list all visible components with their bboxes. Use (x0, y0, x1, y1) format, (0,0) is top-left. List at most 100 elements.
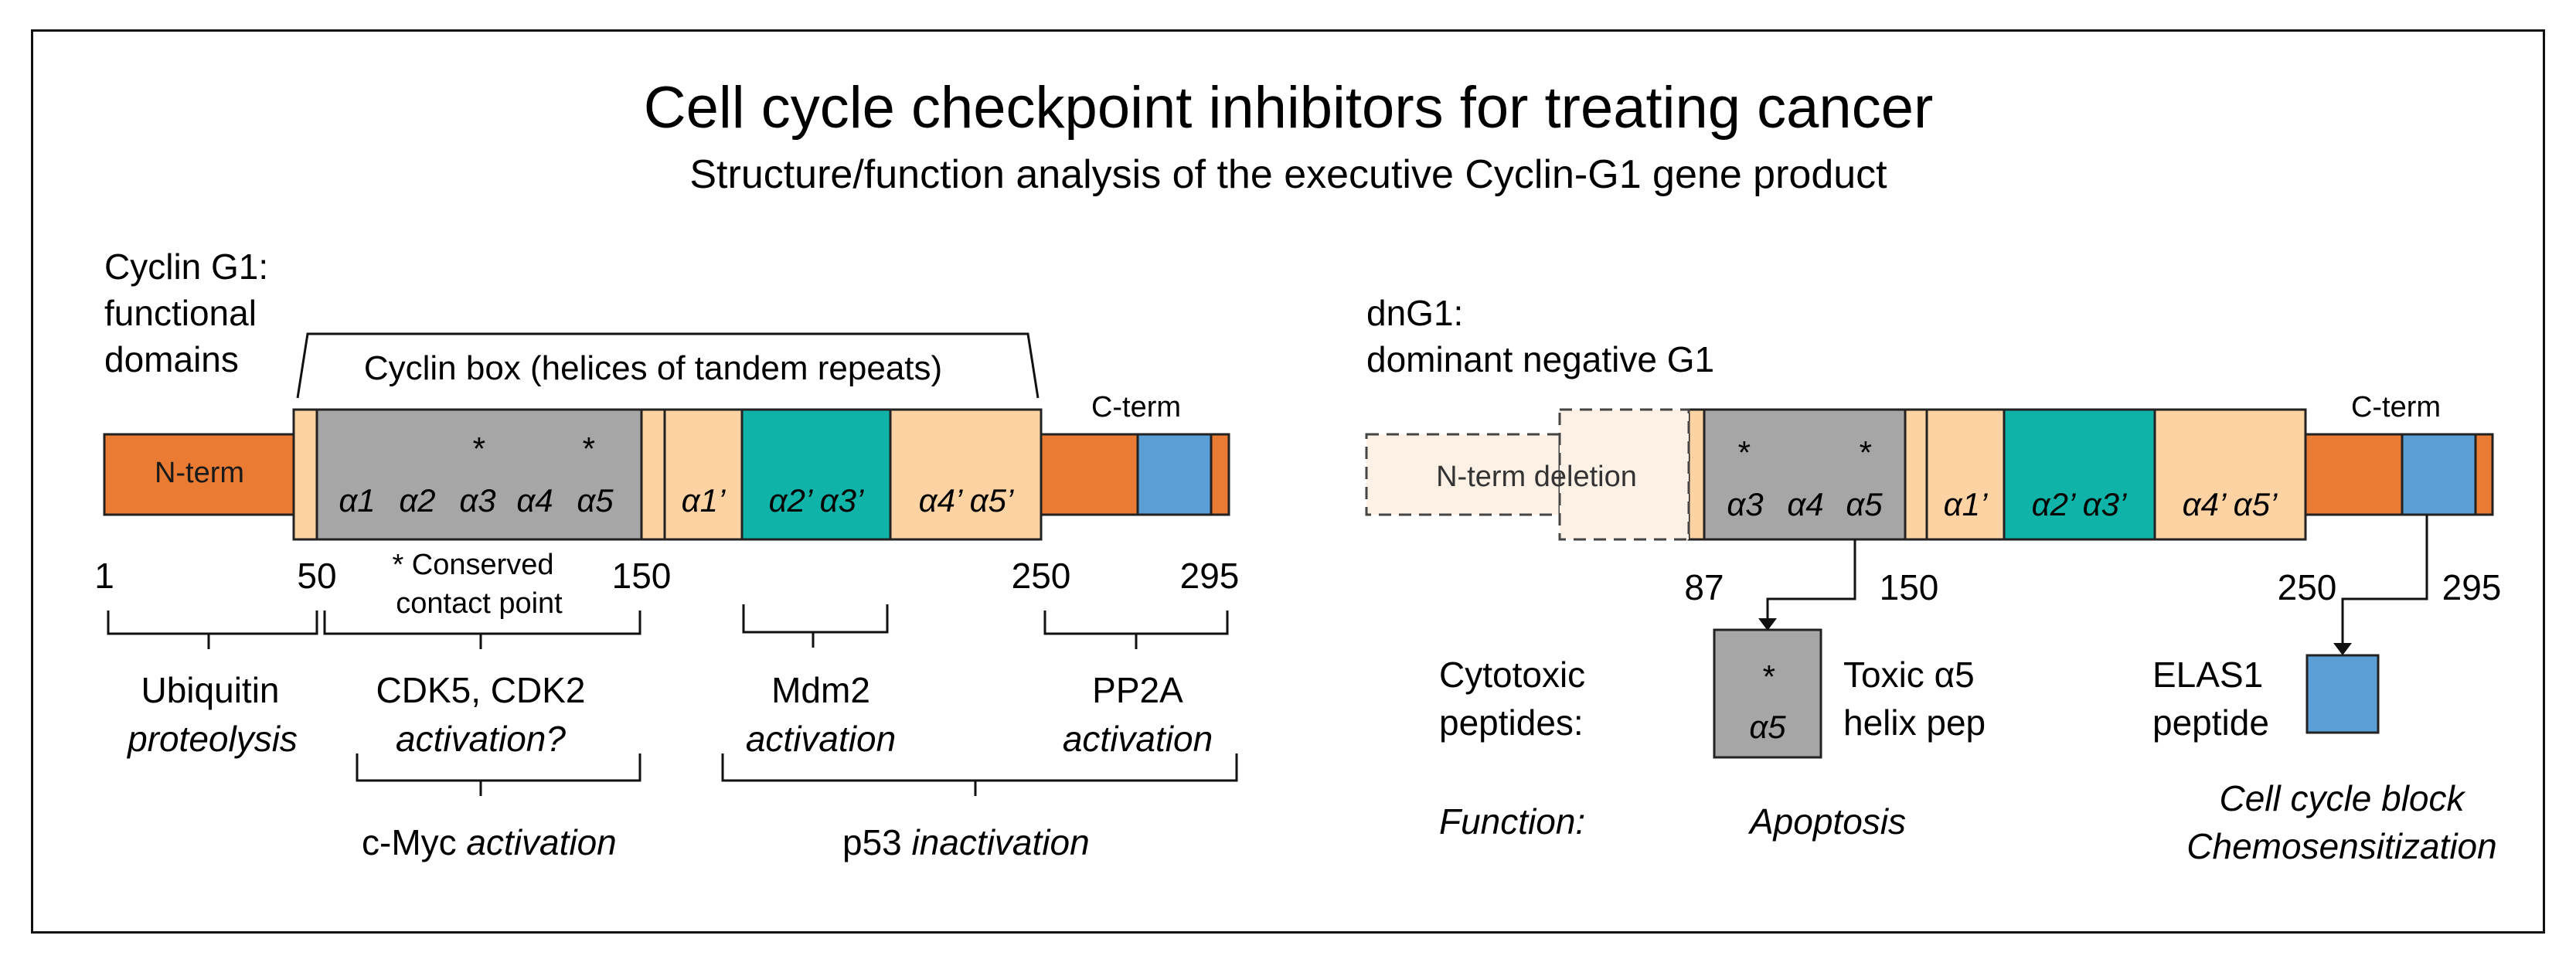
right-helix-a4: α4 (1787, 486, 1824, 522)
nterm-deletion-box (1365, 433, 1561, 516)
left-helix-a2: α2 (399, 482, 436, 519)
left-pos-295: 295 (1179, 556, 1240, 596)
right-grey-helices (1703, 408, 1907, 541)
left-cterm-orange (1040, 433, 1139, 516)
func-ubiquitin-sub: proteolysis (128, 719, 298, 759)
elas1-label-line1: ELAS1 (2152, 655, 2264, 695)
func-cdk: CDK5, CDK2 (376, 670, 586, 710)
right-pos-250: 250 (2277, 567, 2337, 607)
toxic-peptide-box (1713, 628, 1822, 759)
right-peach-a (1687, 408, 1706, 541)
right-cterm-end (2474, 433, 2494, 516)
left-peach-b (640, 408, 666, 541)
conserved-note-line2: contact point (396, 587, 563, 620)
func-pp2a: PP2A (1092, 670, 1183, 710)
left-helix-a4p-a5p: α4’ α5’ (918, 482, 1014, 519)
left-conserved-star-a3: * (471, 430, 485, 467)
nterm-deletion-box-tall (1558, 408, 1690, 541)
right-pos-87: 87 (1684, 567, 1724, 607)
left-pos-1: 1 (94, 556, 114, 596)
right-pos-150: 150 (1879, 567, 1939, 607)
left-cterm-end (1210, 433, 1230, 516)
brace-mdm2 (742, 604, 889, 648)
right-conserved-star-a3: * (1736, 434, 1750, 471)
toxic-box-star: * (1761, 658, 1775, 695)
func-cdk-sub: activation? (396, 719, 566, 759)
left-conserved-star-a5: * (580, 430, 594, 467)
left-heading-line3: domains (104, 339, 239, 379)
func-p53: p53 (842, 822, 902, 862)
left-heading-line2: functional (104, 293, 257, 333)
left-helix-a3: α3 (459, 482, 496, 519)
arrowhead-toxic (1758, 618, 1777, 631)
left-helix-a4: α4 (516, 482, 553, 519)
right-helix-a5: α5 (1846, 486, 1883, 522)
brace-cdk (323, 611, 641, 649)
right-helix-a1p: α1’ (1943, 486, 1988, 522)
func-cmyc: c-Myc (362, 822, 457, 862)
arrowhead-elas1 (2333, 643, 2352, 655)
right-peach-b (1904, 408, 1928, 541)
left-cterm-label: C-term (1091, 391, 1182, 423)
toxic-box-label: α5 (1749, 709, 1786, 745)
left-helix-a5: α5 (577, 482, 614, 519)
left-helix-a1: α1 (339, 482, 376, 519)
left-nterm-domain (103, 433, 295, 516)
page-title: Cell cycle checkpoint inhibitors for tre… (643, 75, 1934, 141)
func-mdm2: Mdm2 (771, 670, 870, 710)
brace-pp2a (1043, 611, 1229, 649)
function-label: Function: (1439, 801, 1586, 842)
func-p53-line: p53 inactivation (842, 825, 1090, 860)
left-pos-150: 150 (611, 556, 672, 596)
toxic-label-line1: Toxic α5 (1843, 655, 1975, 695)
left-pos-250: 250 (1011, 556, 1071, 596)
arrow-to-elas1 (2341, 515, 2428, 643)
conserved-note-line1: * Conserved (392, 549, 554, 581)
cytotoxic-label-line2: peptides: (1439, 702, 1584, 743)
right-cterm-label: C-term (2350, 391, 2442, 423)
right-heading-line2: dominant negative G1 (1366, 339, 1715, 379)
left-peach-a1p (663, 408, 744, 541)
func-pp2a-sub: activation (1062, 719, 1213, 759)
right-helix-a2p-a3p: α2’ α3’ (2031, 486, 2127, 522)
func-cmyc-line: c-Myc activation (362, 825, 617, 860)
left-pos-50: 50 (297, 556, 337, 596)
left-helix-a2p-a3p: α2’ α3’ (768, 482, 864, 519)
left-teal-domain (740, 408, 892, 541)
left-cterm-blue (1136, 433, 1213, 516)
cyclin-box-bracket (296, 332, 1040, 399)
right-peach-a45p (2153, 408, 2307, 541)
func-ubiquitin: Ubiquitin (141, 670, 280, 710)
function-cell-cycle-block: Cell cycle block (2219, 778, 2465, 818)
toxic-label-line2: helix pep (1843, 702, 1986, 743)
right-conserved-star-a5: * (1857, 434, 1871, 471)
page-subtitle: Structure/function analysis of the execu… (689, 152, 1887, 197)
left-helix-a1p: α1’ (681, 482, 726, 519)
right-teal-domain (2003, 408, 2156, 541)
func-p53-sub: inactivation (911, 822, 1090, 862)
left-nterm-label: N-term (154, 457, 245, 489)
figure-frame (31, 29, 2545, 934)
left-grey-helices (315, 408, 643, 541)
arrow-to-toxic (1766, 539, 1856, 618)
right-heading-line1: dnG1: (1366, 293, 1464, 333)
cyclin-box-label: Cyclin box (helices of tandem repeats) (363, 349, 943, 387)
function-chemosensitization: Chemosensitization (2186, 826, 2497, 866)
right-helix-a4p-a5p: α4’ α5’ (2182, 486, 2278, 522)
right-cterm-orange (2304, 433, 2404, 516)
left-peach-a45p (889, 408, 1043, 541)
brace-p53 (721, 753, 1238, 796)
right-cterm-blue (2401, 433, 2477, 516)
func-cmyc-sub: activation (466, 822, 617, 862)
right-helix-a3: α3 (1727, 486, 1764, 522)
elas1-label-line2: peptide (2152, 702, 2269, 743)
left-heading-line1: Cyclin G1: (104, 247, 269, 287)
cytotoxic-label-line1: Cytotoxic (1439, 655, 1586, 695)
right-pos-295: 295 (2442, 567, 2502, 607)
nterm-deletion-label: N-term deletion (1436, 461, 1637, 493)
brace-cmyc (356, 753, 641, 796)
func-mdm2-sub: activation (745, 719, 897, 759)
left-peach-a (292, 408, 318, 541)
function-apoptosis: Apoptosis (1749, 801, 1907, 842)
